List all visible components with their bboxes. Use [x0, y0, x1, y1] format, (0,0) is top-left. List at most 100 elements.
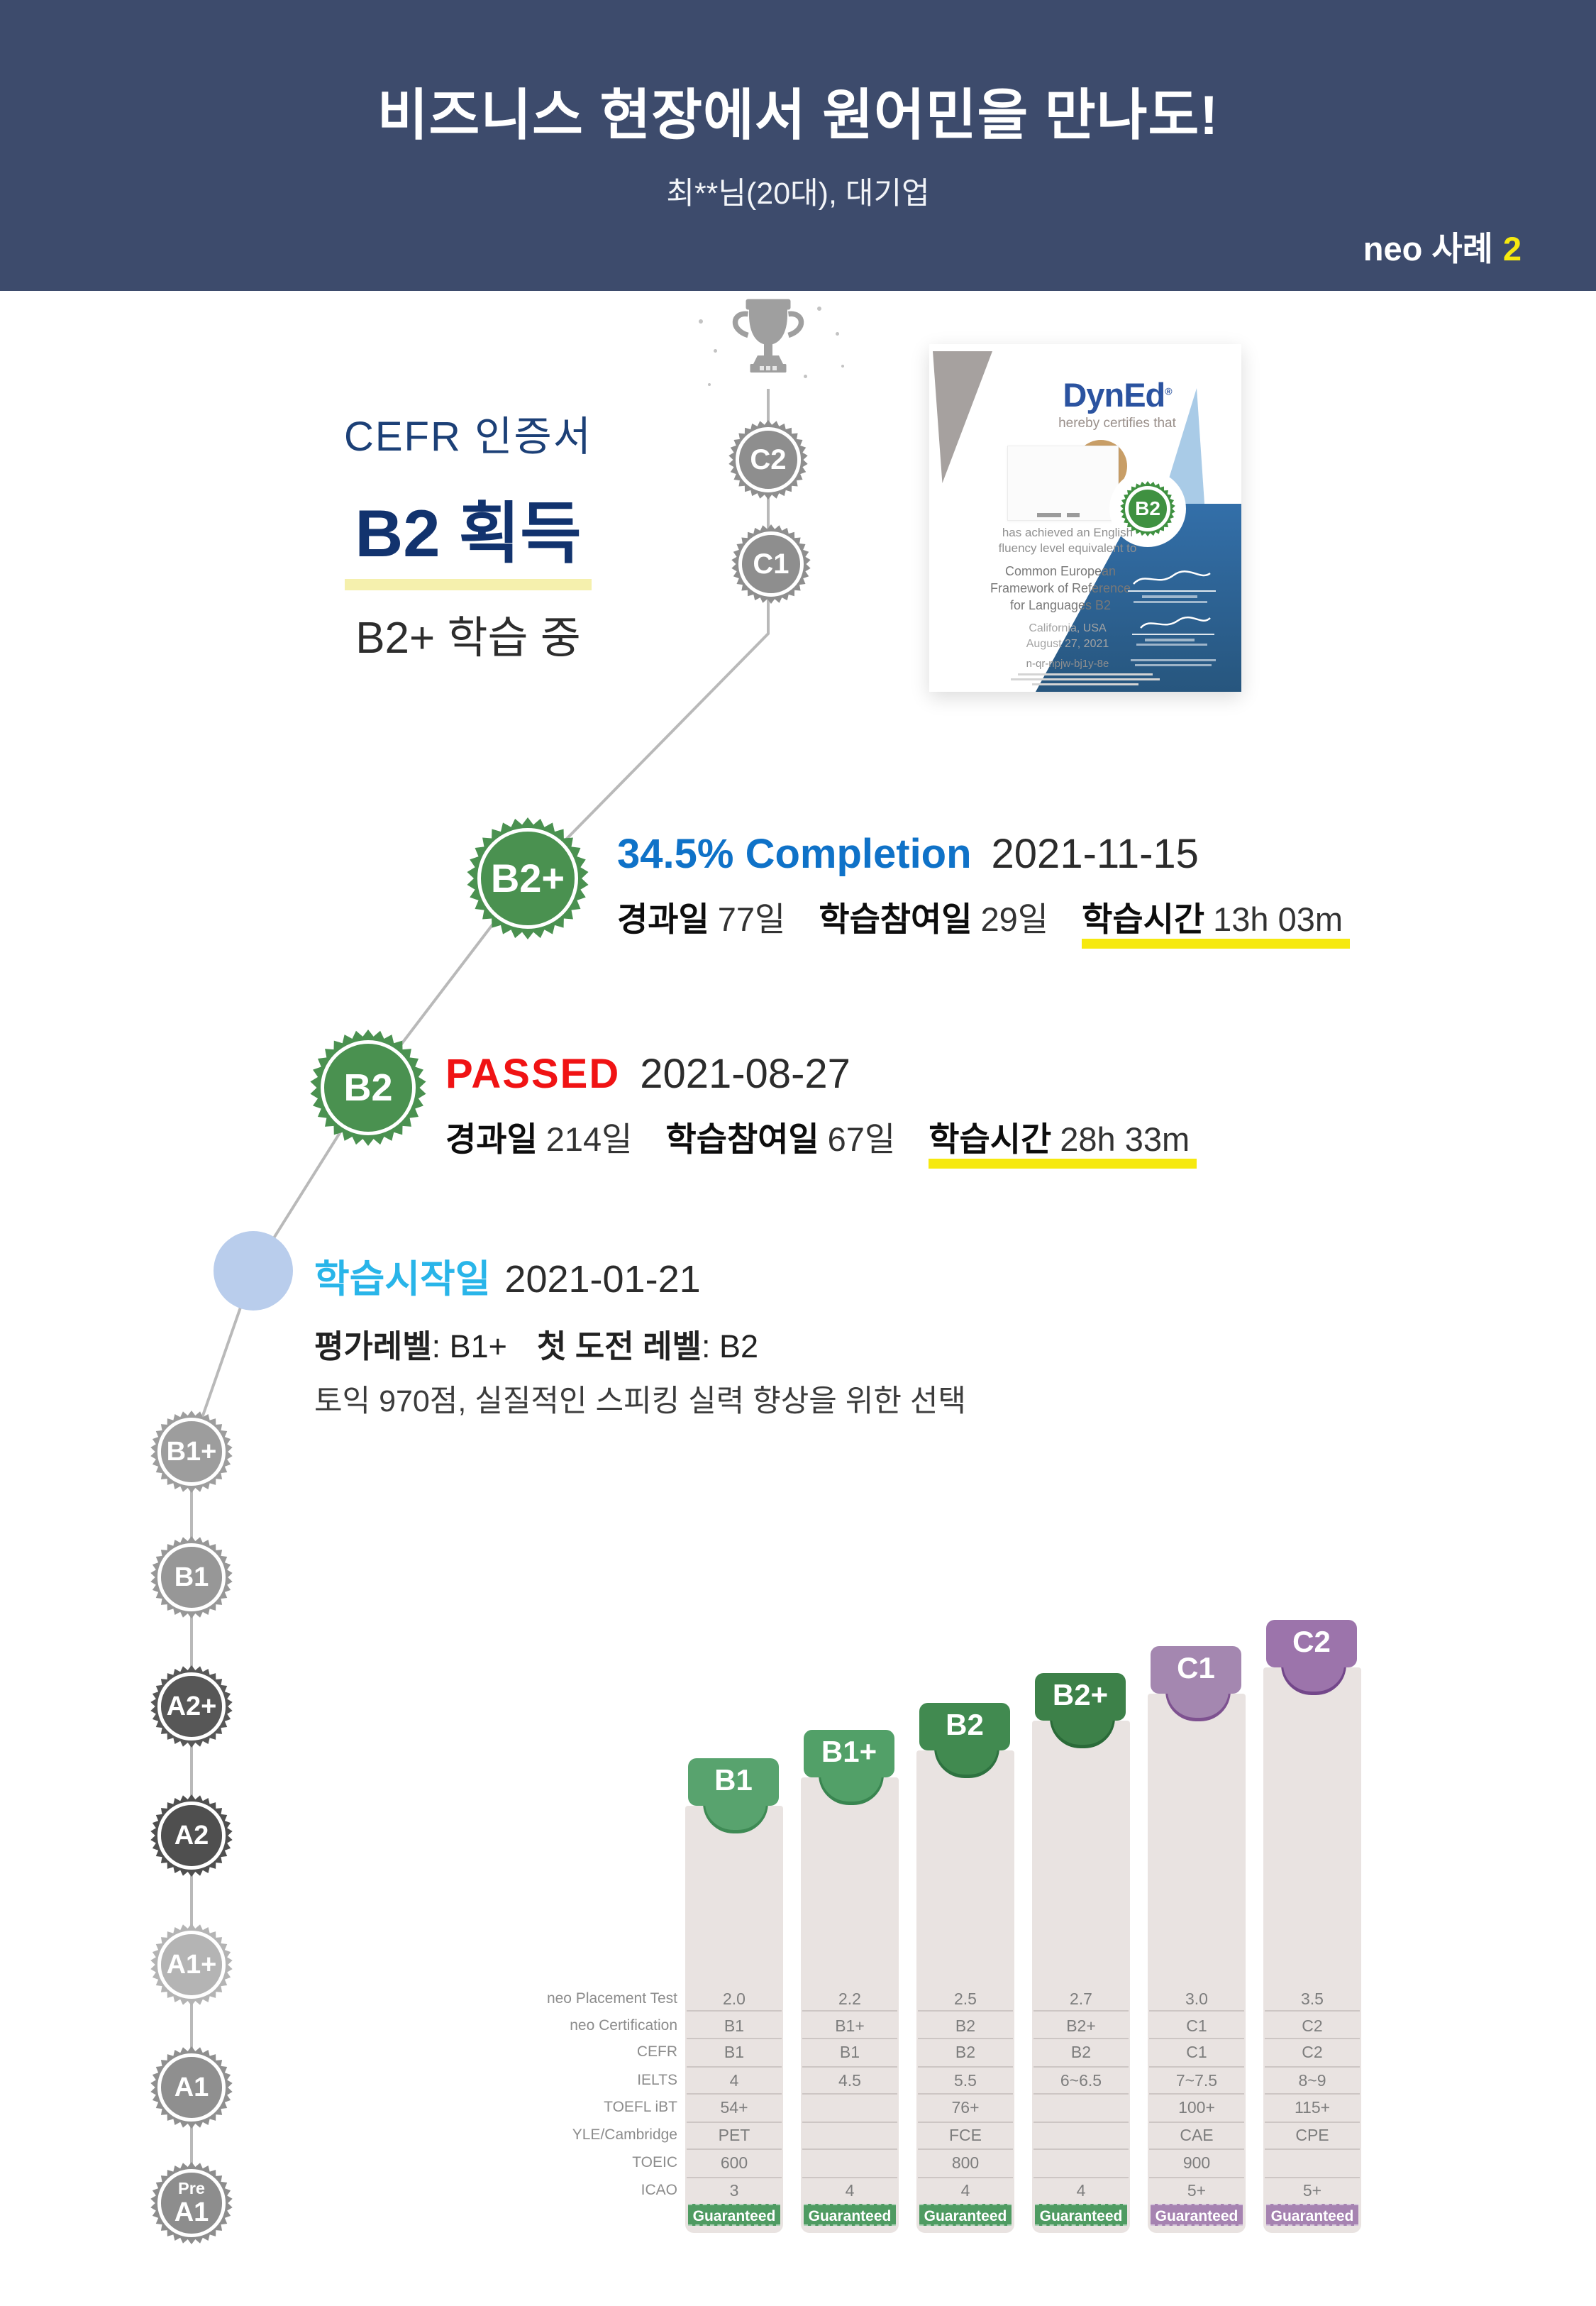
row-separator	[1033, 2148, 1129, 2150]
row-separator	[918, 2010, 1013, 2012]
chart-row-label: neo Certification	[570, 2017, 677, 2034]
signature-two	[1140, 616, 1211, 629]
chart-cell: 2.0	[723, 1990, 746, 2008]
chart-cell: B1	[724, 2043, 745, 2061]
chart-cell: 3.0	[1185, 1990, 1208, 2008]
chart-cell: B2	[955, 2017, 976, 2035]
chart-cell	[1032, 2121, 1130, 2149]
level-ribbon: B1	[688, 1758, 779, 1806]
chart-cell: 2.2	[838, 1990, 861, 2008]
level-ribbon-label: C1	[1177, 1651, 1215, 1684]
guaranteed-badge: Guaranteed	[1035, 2204, 1127, 2226]
signatory-name-bar	[1142, 595, 1197, 598]
level-bar	[916, 1750, 1014, 2233]
chart-cell: C2	[1302, 2017, 1323, 2035]
chart-row-label: YLE/Cambridge	[572, 2126, 677, 2143]
chart-cell: C2	[1302, 2043, 1323, 2061]
row-separator	[687, 2148, 782, 2150]
sparkle-dot	[708, 383, 711, 386]
chart-cell: 115+	[1294, 2098, 1331, 2117]
chart-cell: 800	[951, 2153, 980, 2172]
chart-cell	[801, 2148, 899, 2177]
signatory-name-bar	[1145, 639, 1195, 641]
chart-cell: 100+	[1178, 2098, 1215, 2117]
trophy-icon	[732, 299, 804, 373]
row-separator	[1033, 2066, 1129, 2068]
redacted-name-box	[1007, 446, 1119, 521]
row-separator	[1033, 2122, 1129, 2123]
footer-text-bar	[1135, 664, 1212, 666]
chart-row-label: TOEFL iBT	[604, 2099, 677, 2115]
chart-cell: B2+	[1066, 2017, 1096, 2035]
row-separator	[918, 2177, 1013, 2178]
certificate-code: n-qr-npjw-bj1y-8e	[1026, 658, 1109, 670]
cefr-current-level: B2+ 학습 중	[355, 614, 581, 663]
row-separator	[1265, 2122, 1360, 2123]
row-separator	[1033, 2177, 1129, 2178]
certifies-line: hereby certifies that	[1058, 416, 1176, 431]
sparkle-dot	[841, 365, 844, 368]
row-separator	[1149, 2010, 1244, 2012]
chart-cell: 3	[729, 2181, 739, 2200]
row-separator	[802, 2038, 897, 2039]
signatory-title-bar	[1136, 644, 1207, 646]
row-separator	[687, 2038, 782, 2039]
chart-cell: 8~9	[1298, 2071, 1326, 2090]
row-separator	[802, 2010, 897, 2012]
row-separator	[1265, 2038, 1360, 2039]
row-separator	[687, 2010, 782, 2012]
chart-cell: 54+	[720, 2098, 748, 2117]
level-bar	[1032, 1721, 1130, 2233]
passed-headline: PASSED	[445, 1051, 621, 1097]
level-ribbon-label: C2	[1292, 1625, 1331, 1658]
page-title: 비즈니스 현장에서 원어민을 만나도!	[377, 84, 1219, 146]
guaranteed-badge: Guaranteed	[688, 2204, 780, 2226]
row-separator	[687, 2122, 782, 2123]
chart-cell: 600	[720, 2153, 748, 2172]
start-label: 학습시작일	[314, 1258, 491, 1301]
signature-rule	[1132, 634, 1214, 635]
milestone-date: 2021-08-27	[640, 1051, 850, 1097]
signatory-title-bar	[1134, 601, 1207, 603]
redaction-dash	[1037, 513, 1061, 517]
row-separator	[1149, 2177, 1244, 2178]
chart-cell: PET	[718, 2126, 750, 2144]
completion-headline: 34.5% Completion	[617, 831, 972, 877]
row-separator	[687, 2177, 782, 2178]
start-date: 2021-01-21	[504, 1258, 701, 1301]
level-ribbon-label: B1+	[821, 1735, 877, 1768]
achieved-text: has achieved an English fluency level eq…	[998, 526, 1137, 555]
chart-cell	[801, 2121, 899, 2149]
row-separator	[918, 2122, 1013, 2123]
framework-text: Common European Framework of Reference f…	[990, 564, 1131, 612]
row-separator	[1033, 2038, 1129, 2039]
cefr-heading: CEFR 인증서	[343, 414, 593, 460]
row-separator	[1149, 2122, 1244, 2123]
row-separator	[918, 2066, 1013, 2068]
sparkle-dot	[836, 332, 839, 336]
chart-cell: 5+	[1187, 2181, 1207, 2200]
level-bar	[1263, 1667, 1361, 2233]
level-ribbon-label: B2	[946, 1708, 984, 1741]
row-separator	[1033, 2093, 1129, 2095]
redaction-dash	[1067, 513, 1080, 517]
guaranteed-badge: Guaranteed	[1151, 2204, 1243, 2226]
signature-one	[1133, 570, 1211, 585]
chart-cell: 2.7	[1070, 1990, 1092, 2008]
row-separator	[1033, 2010, 1129, 2012]
chart-row-label: neo Placement Test	[546, 1990, 677, 2007]
level-ribbon: B2+	[1035, 1673, 1126, 1721]
row-separator	[802, 2066, 897, 2068]
chart-cell	[801, 2093, 899, 2122]
chart-cell: B1	[839, 2043, 860, 2061]
start-levels: 평가레벨: B1+첫 도전 레벨: B2	[314, 1328, 758, 1364]
row-separator	[1265, 2177, 1360, 2178]
level-ribbon: C2	[1266, 1620, 1357, 1667]
